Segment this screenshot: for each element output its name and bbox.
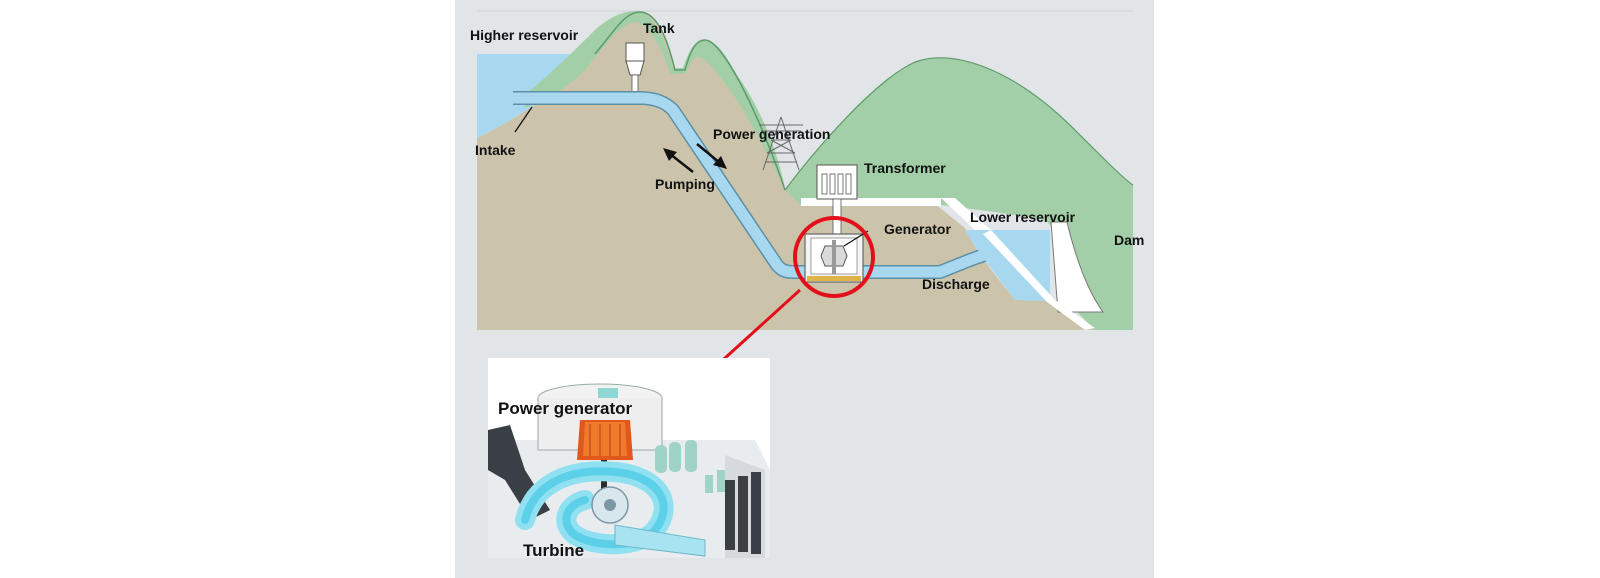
- label-power-generation: Power generation: [713, 126, 830, 142]
- label-discharge: Discharge: [922, 276, 990, 292]
- label-generator: Generator: [884, 221, 951, 237]
- label-transformer: Transformer: [864, 160, 946, 176]
- label-turbine: Turbine: [523, 541, 584, 560]
- generator-icon: [805, 234, 863, 282]
- diagram-panel: Higher reservoir Tank Intake Power gener…: [455, 0, 1154, 578]
- label-lower-reservoir: Lower reservoir: [970, 209, 1076, 225]
- label-higher-reservoir: Higher reservoir: [470, 27, 579, 43]
- label-pumping: Pumping: [655, 176, 715, 192]
- label-power-generator: Power generator: [498, 399, 633, 418]
- label-dam: Dam: [1114, 232, 1144, 248]
- label-tank: Tank: [643, 20, 675, 36]
- surge-tank: [626, 43, 644, 61]
- pumped-storage-diagram: Higher reservoir Tank Intake Power gener…: [455, 0, 1154, 578]
- label-intake: Intake: [475, 142, 516, 158]
